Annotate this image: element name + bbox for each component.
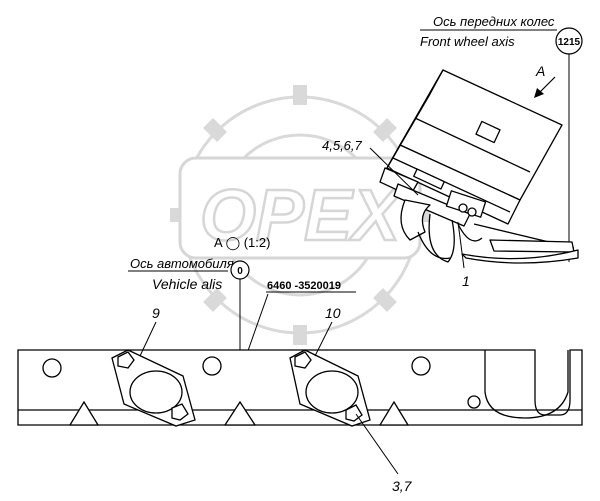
vehicle-axis-label-en: Vehicle alis bbox=[152, 276, 222, 292]
callout-9: 9 bbox=[152, 305, 160, 321]
front-axis-label-ru: Ось передних колес bbox=[433, 14, 555, 29]
callout-10-leader bbox=[314, 321, 333, 357]
callout-9-leader bbox=[139, 321, 157, 357]
bracket-9 bbox=[111, 349, 196, 427]
view-a-arrowhead bbox=[534, 88, 544, 98]
front-axis-label-en: Front wheel axis bbox=[420, 34, 515, 49]
view-a-label: A bbox=[535, 63, 545, 79]
bracket-10 bbox=[289, 349, 371, 427]
watermark-text: OPEX bbox=[200, 176, 404, 256]
callout-37: 3,7 bbox=[392, 478, 413, 494]
callout-4567-leader bbox=[369, 147, 419, 196]
part-number-label: 6460 -3520019 bbox=[267, 280, 341, 292]
vehicle-axis-label-ru: Ось автомобиля bbox=[130, 256, 234, 271]
vehicle-axis-dim-value: 0 bbox=[237, 266, 243, 277]
view-a-scale-label: A ◯ (1:2) bbox=[214, 235, 270, 251]
callout-1: 1 bbox=[462, 273, 470, 289]
callout-1-leader bbox=[457, 221, 465, 269]
callout-10: 10 bbox=[325, 305, 341, 321]
callout-37-leader bbox=[355, 413, 399, 475]
front-axis-dim-value: 1215 bbox=[558, 37, 581, 48]
callout-4567: 4,5,6,7 bbox=[322, 138, 363, 153]
sensor-assembly bbox=[379, 69, 579, 264]
